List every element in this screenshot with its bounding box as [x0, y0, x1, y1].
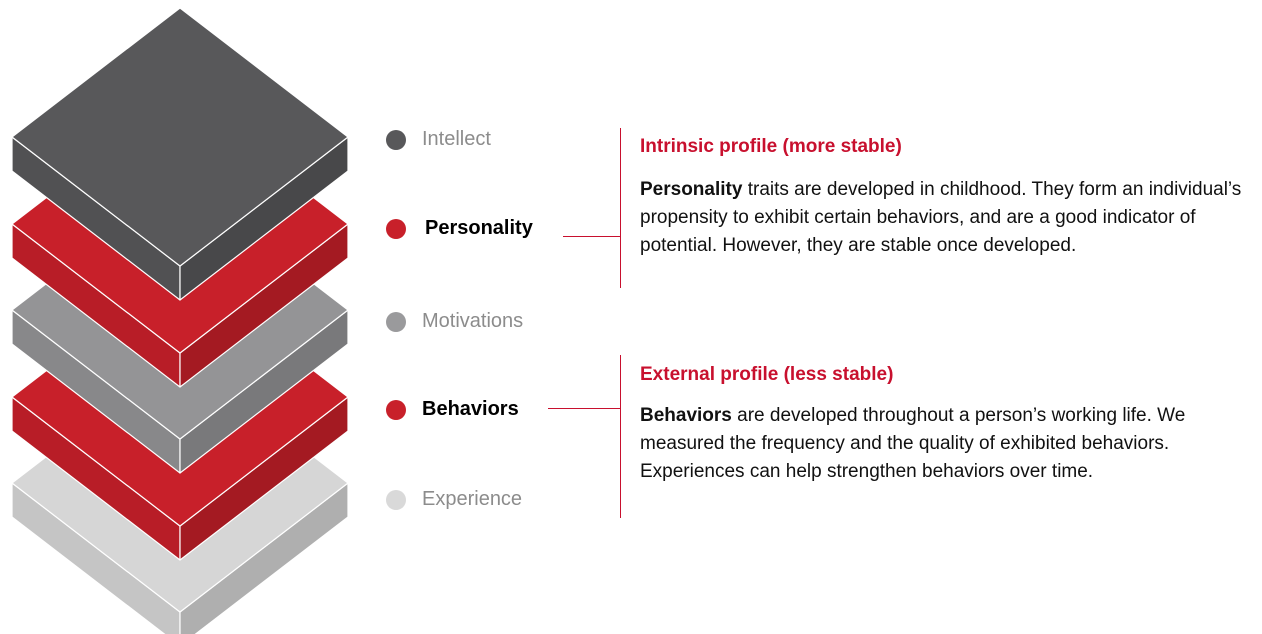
personality-dot — [386, 218, 406, 239]
legend-intellect: Intellect — [386, 128, 491, 151]
intrinsic-bracket — [620, 128, 621, 288]
intellect-dot — [386, 129, 406, 150]
intellect-label: Intellect — [422, 128, 491, 150]
experience-dot — [386, 489, 406, 510]
intrinsic-description: Personality traits are developed in chil… — [640, 176, 1255, 260]
intrinsic-text: traits are developed in childhood. They … — [640, 179, 1242, 256]
intrinsic-heading: Intrinsic profile (more stable) — [640, 136, 902, 157]
external-text: are developed throughout a person’s work… — [640, 405, 1186, 482]
personality-label: Personality — [425, 217, 533, 239]
layer-stack — [11, 7, 349, 634]
legend-personality: Personality — [386, 217, 533, 240]
legend-behaviors: Behaviors — [386, 398, 519, 421]
motivations-dot — [386, 311, 406, 332]
intellect-slab — [11, 7, 349, 301]
intrinsic-lead: Personality — [640, 179, 743, 200]
legend-experience: Experience — [386, 488, 522, 511]
external-bracket — [620, 355, 621, 518]
intellect-slab-top-face — [11, 7, 349, 267]
external-lead: Behaviors — [640, 405, 732, 426]
legend-motivations: Motivations — [386, 310, 523, 333]
personality-connector — [563, 236, 620, 237]
behaviors-dot — [386, 399, 406, 420]
motivations-label: Motivations — [422, 310, 524, 332]
external-heading: External profile (less stable) — [640, 364, 894, 385]
external-description: Behaviors are developed throughout a per… — [640, 402, 1255, 486]
behaviors-label: Behaviors — [422, 398, 519, 420]
behaviors-connector — [548, 408, 620, 409]
experience-label: Experience — [422, 488, 523, 510]
